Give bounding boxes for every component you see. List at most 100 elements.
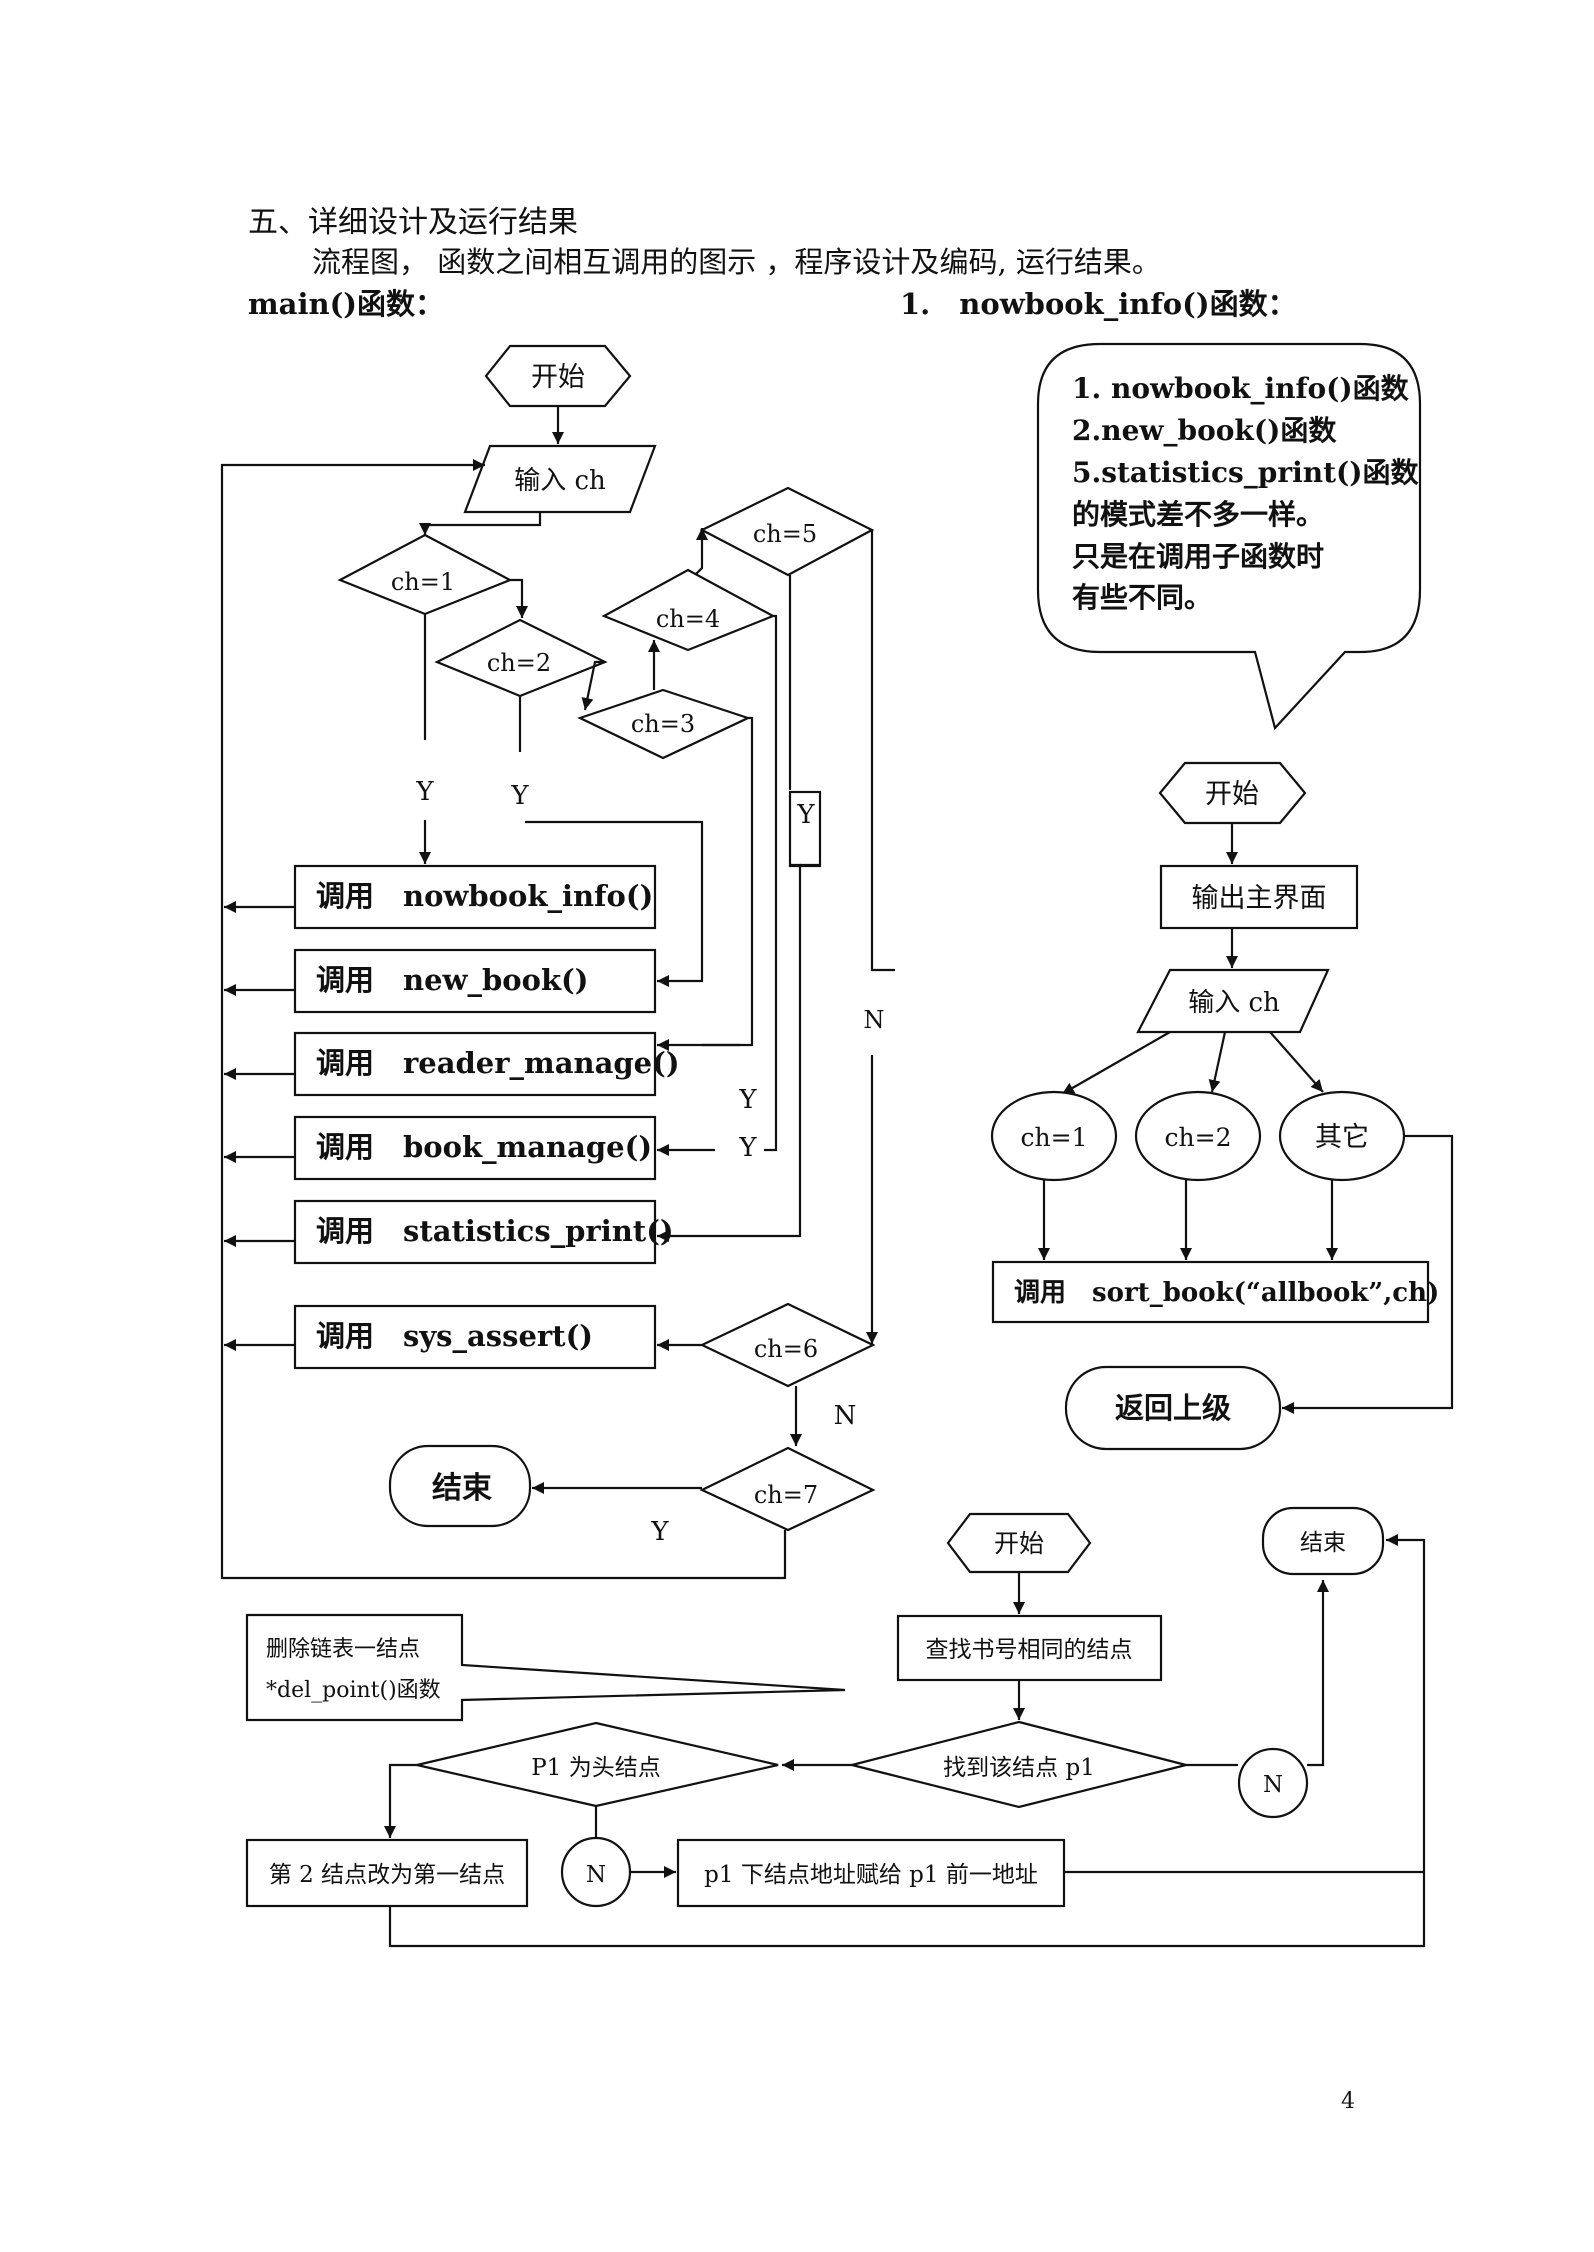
- line-d4-yes: [764, 614, 778, 1152]
- decision-ch4: [601, 568, 776, 652]
- del-note-callout: [245, 1613, 846, 1722]
- loop-back-line: [220, 459, 787, 1580]
- decision-ch6-label: ch=6: [754, 1335, 818, 1363]
- del-find-box: [896, 1614, 1163, 1682]
- del-second-first-box: [245, 1838, 529, 1908]
- del-start-hexagon: [946, 1512, 1092, 1574]
- nowbook-opt3-label: 其它: [1315, 1122, 1369, 1153]
- callout-line-2: 2.new_book()函数: [1072, 414, 1337, 447]
- main-input-parallelogram: [463, 444, 657, 514]
- call-new-book-box: [293, 948, 657, 1014]
- nowbook-start-label: 开始: [1205, 779, 1259, 810]
- call-reader-manage-label: 调用 reader_manage(): [316, 1046, 680, 1080]
- nowbook-opt1-label: ch=1: [1021, 1123, 1088, 1152]
- call-sys-assert-box: [293, 1304, 657, 1370]
- nowbook-input-parallelogram: [1136, 968, 1330, 1034]
- decision-ch5: [699, 486, 875, 577]
- decision-ch5-label: ch=5: [753, 520, 817, 548]
- nowbook-call-box: [991, 1260, 1430, 1324]
- d2-yes-label: Y: [510, 781, 529, 811]
- del-note-line1: 删除链表一结点: [266, 1637, 420, 1662]
- nowbook-opt1-ellipse: [990, 1090, 1118, 1182]
- nowbook-start-hexagon: [1158, 761, 1307, 825]
- callout-line-4: 的模式差不多一样。: [1072, 498, 1324, 531]
- decision-ch2-label: ch=2: [487, 649, 551, 677]
- main-end-label: 结束: [432, 1471, 492, 1506]
- d3-yes-label: Y: [738, 1085, 757, 1115]
- call-statistics-print-label: 调用 statistics_print(): [316, 1214, 674, 1248]
- decision-ch3: [577, 688, 751, 760]
- call-book-manage-label: 调用 book_manage(): [316, 1130, 652, 1164]
- del-end-label: 结束: [1300, 1530, 1346, 1556]
- d6-no-label: N: [834, 1401, 857, 1431]
- line-d3-yes: [702, 716, 754, 1047]
- arrow-d1-to-d2: [510, 578, 528, 618]
- call-nowbook-info-box: [293, 864, 657, 930]
- call-new-book-label: 调用 new_book(): [316, 963, 589, 997]
- callout-bubble: [1036, 342, 1422, 731]
- arrow-d5-yes-to-call5: [657, 863, 802, 1242]
- decision-ch7: [699, 1446, 876, 1532]
- decision-ch6: [699, 1302, 876, 1388]
- main-end-terminal: [388, 1444, 532, 1528]
- del-found-label: 找到该结点 p1: [943, 1755, 1095, 1781]
- d7-yes-label: Y: [650, 1517, 669, 1547]
- page-number: 4: [1341, 2089, 1355, 2114]
- section-subtitle: 流程图， 函数之间相互调用的图示 ，程序设计及编码, 运行结果。: [312, 245, 1161, 279]
- arrow-del-n-to-end: [1307, 1580, 1329, 1767]
- callout-line-5: 只是在调用子函数时: [1072, 540, 1324, 573]
- main-input-label: 输入 ch: [514, 466, 606, 496]
- d5-yes-label: Y: [796, 800, 815, 830]
- decision-ch4-label: ch=4: [656, 605, 720, 633]
- arrow-del-head-yes: [384, 1763, 417, 1838]
- callout-line-6: 有些不同。: [1072, 581, 1212, 614]
- del-found-decision: [851, 1720, 1187, 1809]
- callout-line-1: 1. nowbook_info()函数: [1072, 372, 1410, 405]
- section-title: 五、详细设计及运行结果: [248, 205, 578, 240]
- del-find-label: 查找书号相同的结点: [926, 1637, 1133, 1663]
- main-function-label: main()函数：: [248, 287, 444, 321]
- arrow-del-return-to-end: [388, 1534, 1426, 1948]
- decision-ch1-label: ch=1: [391, 568, 455, 596]
- arrow-nb-input-to-opt2: [1208, 1031, 1227, 1093]
- arrow-nb-input-to-opt1: [1061, 1031, 1171, 1095]
- del-reassign-box: [676, 1838, 1066, 1908]
- arrow-opt3-to-back: [1282, 1134, 1454, 1414]
- call-statistics-print-box: [293, 1199, 657, 1265]
- nowbook-opt2-ellipse: [1134, 1090, 1262, 1182]
- main-start-hexagon: [484, 344, 632, 408]
- d1-yes-label: Y: [415, 777, 434, 807]
- call-nowbook-info-label: 调用 nowbook_info(): [316, 879, 653, 913]
- nowbook-function-label: 1. nowbook_info()函数：: [900, 287, 1297, 321]
- nowbook-call-label: 调用 sort_book(“allbook”,ch): [1014, 1278, 1439, 1308]
- arrow-nb-input-to-opt3: [1269, 1031, 1324, 1093]
- del-note-line2: *del_point()函数: [266, 1678, 441, 1703]
- main-start-label: 开始: [531, 362, 585, 393]
- del-reassign-label: p1 下结点地址赋给 p1 前一地址: [704, 1862, 1038, 1888]
- decision-ch3-label: ch=3: [631, 710, 695, 738]
- del-head-label: P1 为头结点: [531, 1755, 660, 1781]
- call-reader-manage-box: [293, 1031, 657, 1097]
- nowbook-opt2-label: ch=2: [1165, 1123, 1232, 1152]
- nowbook-output-label: 输出主界面: [1192, 883, 1327, 914]
- callout-line-3: 5.statistics_print()函数: [1072, 456, 1420, 489]
- nowbook-input-label: 输入 ch: [1188, 988, 1280, 1018]
- arrow-d2-yes-to-call2: [525, 820, 704, 987]
- nowbook-output-box: [1159, 864, 1359, 930]
- del-no-connector-1-label: N: [1263, 1772, 1283, 1798]
- d5-yes-label-gap: [788, 790, 822, 868]
- d4-yes-label: Y: [738, 1133, 757, 1163]
- decision-ch7-label: ch=7: [754, 1481, 818, 1509]
- del-no-connector-2-label: N: [586, 1862, 606, 1888]
- del-end-terminal: [1261, 1506, 1385, 1576]
- arrow-input-to-d1: [419, 512, 542, 535]
- line-d5-no-upper: [870, 530, 895, 972]
- nowbook-back-label: 返回上级: [1115, 1391, 1231, 1425]
- del-start-label: 开始: [994, 1529, 1044, 1558]
- call-sys-assert-label: 调用 sys_assert(): [316, 1319, 593, 1353]
- del-second-first-label: 第 2 结点改为第一结点: [269, 1862, 505, 1888]
- call-book-manage-box: [293, 1115, 657, 1181]
- del-no-connector-1: [1237, 1747, 1309, 1819]
